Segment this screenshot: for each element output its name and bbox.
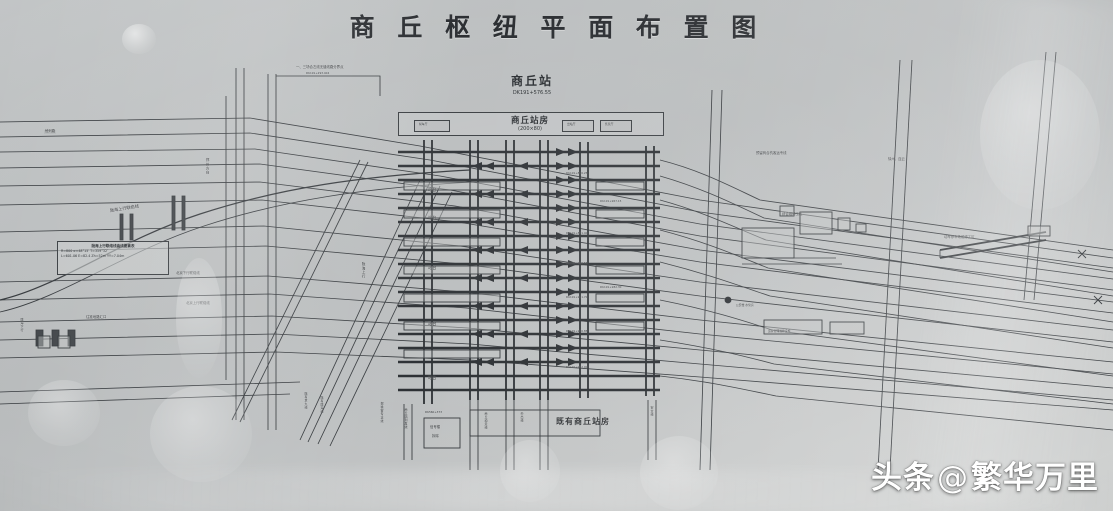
side-label-bottom-3: 郑徐客专正线 — [380, 402, 384, 423]
platform-label-1: 站台 — [428, 187, 437, 192]
line-label-maintenance-zone: 综合维修工区 — [782, 212, 803, 216]
track-row-tag-2: DK191+891.40 — [566, 231, 588, 235]
left-vertical-crossings — [225, 68, 277, 430]
track-row-tag-3: DK191+906.55 — [566, 261, 588, 265]
station-building-label: 商丘站房 (200×80) — [440, 114, 620, 132]
top-dimension-note-line1: 一、三场合左线无缝线路分界点 — [296, 65, 344, 69]
note-line-1: R=800 α=48°15′ T=359°32″ — [61, 249, 109, 254]
top-dimension-note-line2: DK191+293.404 — [306, 71, 330, 75]
main-through-lines — [0, 117, 1113, 411]
platform-label-5: 站台 — [428, 375, 437, 380]
line-label-operations: 运营管理维修设施 — [768, 329, 791, 333]
signal-tower-name: 信号楼 — [430, 425, 441, 429]
signal-tower-note: 拆除 — [432, 434, 439, 438]
small-box-label-c: 售票厅 — [605, 122, 614, 126]
side-label-bottom-7: 安全线 — [650, 406, 654, 417]
small-box-label-a: 候车厅 — [419, 122, 428, 126]
signal-tower-chainage: DK560+373 — [425, 410, 443, 414]
right-vertical-crossings — [699, 51, 1057, 471]
curve-elements-note-box: 陇海上行联络线曲线要素表 R=800 α=48°15′ T=359°32″ L=… — [57, 241, 169, 275]
side-label-bottom-6: 牵出线 — [520, 412, 524, 423]
track-row-tag-1: DK191+876.25 — [566, 171, 588, 175]
station-name: 商丘站 — [510, 74, 553, 88]
depot-area — [724, 205, 1103, 335]
station-name-block: 商丘站 DK191+576.55 — [452, 72, 612, 96]
platform-label-3: 站台 — [428, 265, 437, 270]
small-box-label-b: 出站厅 — [567, 122, 576, 126]
platform-slabs — [403, 181, 645, 359]
side-label-left-2: 陇海上行 — [362, 262, 366, 279]
line-label-beijing-up: 北京上行联络线 — [186, 301, 210, 305]
platform-label-2: 站台 — [428, 215, 437, 220]
turnout-marks — [472, 148, 578, 366]
existing-station-building-label: 既有商丘站房 — [556, 416, 610, 426]
line-label-beijing-down: 北京下行联络线 — [176, 271, 200, 275]
box-exit-hall — [562, 120, 594, 132]
longhai-up-connection-curve — [0, 169, 473, 313]
station-chainage: DK191+576.55 — [512, 90, 552, 96]
lower-centre-boxes — [403, 400, 657, 470]
platform-label-4: 站台 — [428, 321, 437, 326]
yard-vertical-columns — [423, 140, 655, 404]
track-row-tag-7: DK191+967.15 — [600, 199, 622, 203]
track-row-tag-8: DK191+982.30 — [600, 285, 622, 289]
diagonal-approach-bundle — [231, 159, 453, 447]
box-candidate-hall — [414, 120, 450, 132]
side-label-bottom-5: 商丘动走线 — [484, 412, 488, 430]
top-dimension-leader — [276, 75, 381, 96]
page-title: 商 丘 枢 纽 平 面 布 置 图 — [349, 13, 764, 42]
line-label-emu-depot: 动车停车场维修工区 — [944, 235, 975, 239]
note-line-2: L=601.06 E=82.4 Zh=52m YY=7.04m — [61, 254, 125, 259]
line-label-other: 他列路 — [44, 129, 57, 134]
side-label-left-3: 陇海下行 — [20, 318, 24, 332]
line-label-xuzhou: 徐州、连云 — [888, 157, 905, 161]
line-label-connection: 往准地路汇口 — [86, 315, 107, 319]
station-yard-tracks — [398, 150, 660, 392]
track-row-tag-4: DK191+921.70 — [566, 295, 588, 299]
station-building-name: 商丘站房 — [510, 116, 549, 126]
note-header: 陇海上行联络线曲线要素表 — [91, 244, 135, 248]
box-ticket-hall — [600, 120, 632, 132]
side-label-bottom-2: 既有陇海线 — [320, 396, 324, 414]
station-building-size: (200×80) — [518, 126, 542, 132]
line-label-reserved-shq: 预留商合杭客运专线 — [756, 151, 787, 155]
right-throat-fan — [659, 159, 1113, 431]
line-label-police-pump: 公安楼 水泵房 — [736, 303, 754, 307]
lower-left-lines — [0, 335, 301, 405]
track-row-tag-5: DK191+936.85 — [566, 329, 588, 333]
side-label-bottom-4: 商丘站到发线 — [404, 408, 408, 429]
side-label-left-1: 郑州方向 — [206, 158, 210, 175]
track-row-tag-6: DK191+952.00 — [566, 365, 588, 369]
left-signal-marks — [35, 195, 186, 347]
side-label-bottom-1: 既有京九线 — [304, 392, 308, 410]
